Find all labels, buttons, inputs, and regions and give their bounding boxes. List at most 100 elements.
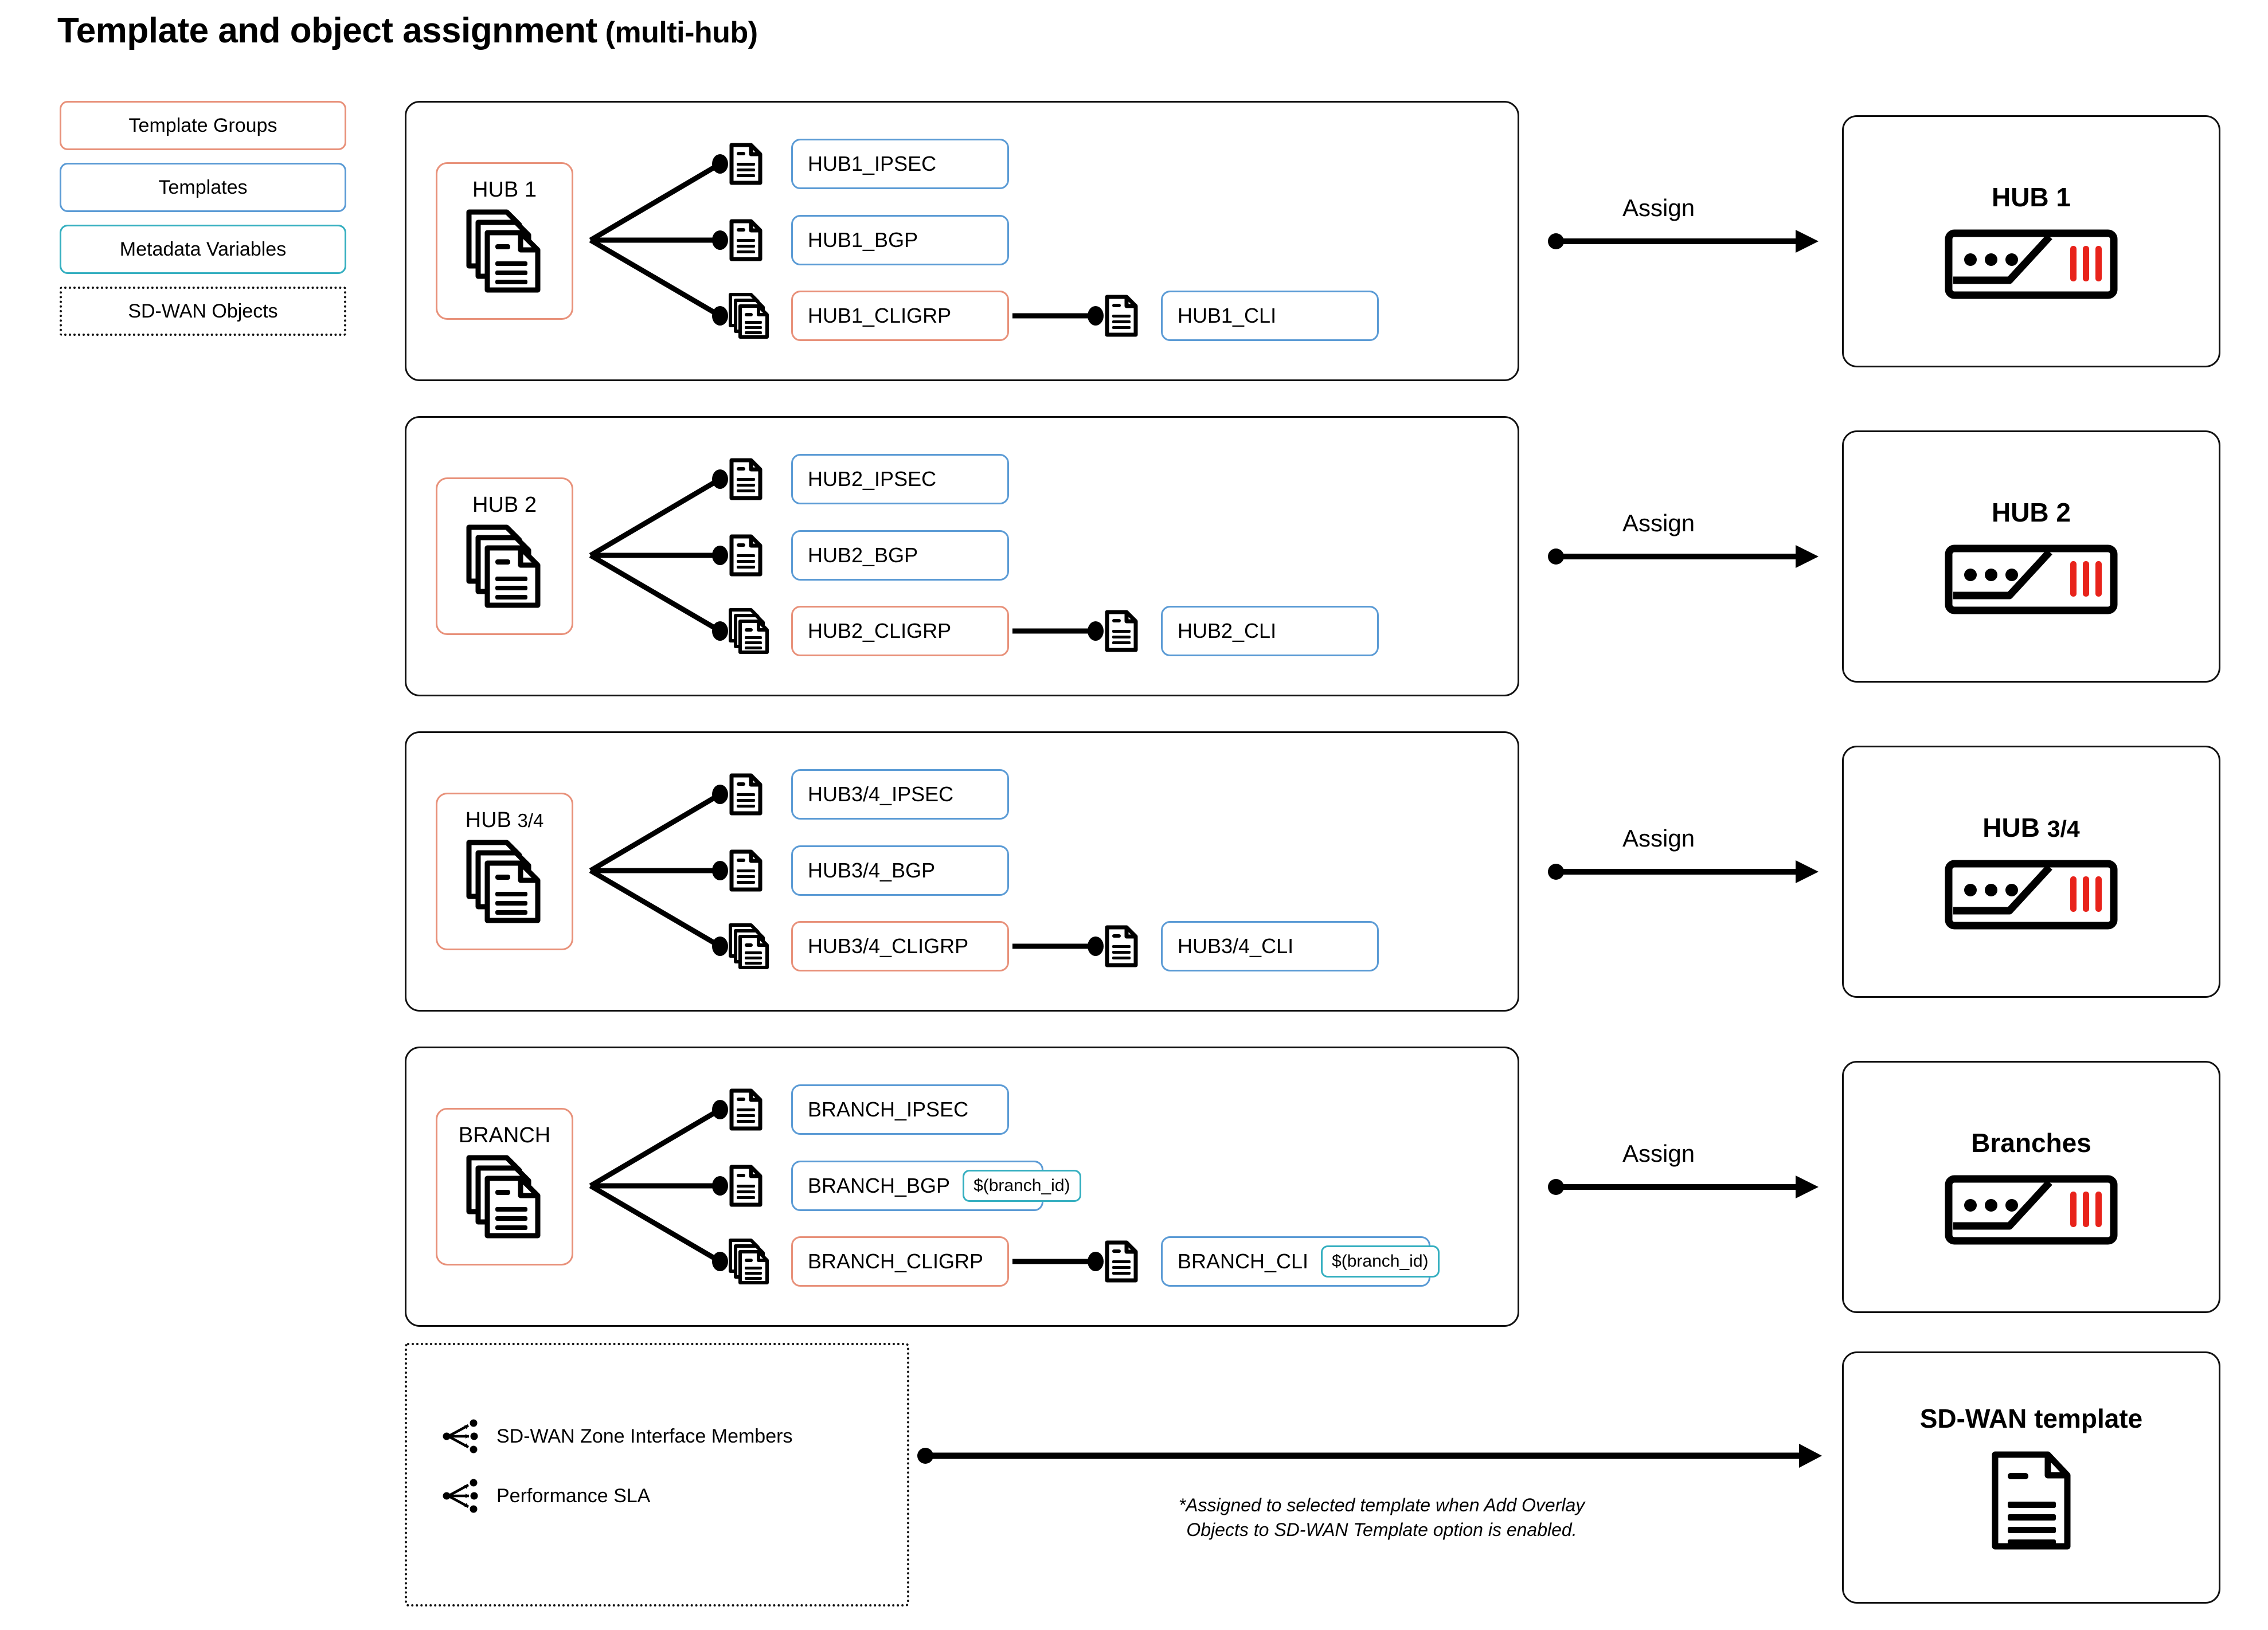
device-card[interactable]: Branches: [1842, 1060, 2220, 1313]
template-name: HUB1_IPSEC: [808, 152, 937, 175]
device-title: HUB 1: [1991, 182, 2071, 212]
device-card[interactable]: HUB 3/4: [1842, 745, 2220, 998]
template-fanout-connectors: [589, 1100, 728, 1271]
device-title: HUB 3/4: [1982, 812, 2080, 843]
assign-label: Assign: [1622, 824, 1695, 852]
cli-template-pill[interactable]: HUB1_CLI: [1161, 291, 1379, 341]
document-icon: [728, 142, 764, 186]
template-group-card[interactable]: BRANCH: [436, 1108, 573, 1265]
firewall-device-icon: [1945, 228, 2118, 301]
document-icon: [728, 1164, 764, 1208]
legend-item-metadata-variables[interactable]: Metadata Variables: [60, 225, 346, 274]
sdwan-object-label: Performance SLA: [496, 1484, 651, 1507]
document-stack-icon: [728, 923, 771, 970]
template-name: HUB3/4_CLI: [1178, 934, 1294, 958]
cli-template-pill[interactable]: HUB2_CLI: [1161, 606, 1379, 656]
metadata-variable-badge[interactable]: $(branch_id): [963, 1170, 1081, 1202]
legend-label: Metadata Variables: [119, 238, 287, 260]
template-fanout-connectors: [589, 469, 728, 641]
document-stack-icon: [728, 1238, 771, 1285]
template-name: BRANCH_CLIGRP: [808, 1249, 984, 1273]
template-name: HUB3/4_BGP: [808, 859, 936, 882]
legend-label: SD-WAN Objects: [128, 300, 278, 322]
cli-connector: [1012, 937, 1104, 956]
cli-connector: [1012, 621, 1104, 641]
template-pill[interactable]: HUB2_IPSEC: [791, 454, 1009, 504]
template-group-label: HUB 3/4: [465, 808, 544, 832]
page-title-main: Template and object assignment: [57, 11, 597, 50]
document-stack-icon: [464, 524, 545, 610]
template-name: HUB1_BGP: [808, 228, 918, 252]
document-icon: [728, 1088, 764, 1131]
assign-label: Assign: [1622, 509, 1695, 536]
template-name: HUB1_CLIGRP: [808, 304, 952, 327]
assign-arrow: [1548, 1175, 1819, 1198]
sdwan-objects-container: SD-WAN Zone Interface Members Performanc…: [405, 1343, 909, 1607]
template-pill[interactable]: BRANCH_IPSEC: [791, 1084, 1009, 1135]
template-pill[interactable]: HUB1_IPSEC: [791, 139, 1009, 189]
fanout-network-icon: [443, 1478, 478, 1514]
template-pill[interactable]: HUB1_BGP: [791, 215, 1009, 265]
device-title: Branches: [1971, 1127, 2091, 1158]
document-icon: [1104, 609, 1139, 653]
template-pill[interactable]: BRANCH_CLIGRP: [791, 1236, 1009, 1287]
cli-template-pill[interactable]: HUB3/4_CLI: [1161, 921, 1379, 971]
assign-arrow: [1548, 229, 1819, 253]
template-group-card[interactable]: HUB 1: [436, 162, 573, 320]
page-title-suffix: (multi-hub): [597, 16, 758, 49]
template-name: HUB2_IPSEC: [808, 467, 937, 491]
document-icon: [728, 773, 764, 816]
template-name: BRANCH_BGP: [808, 1174, 951, 1197]
document-stack-icon: [464, 209, 545, 295]
template-name: BRANCH_IPSEC: [808, 1098, 969, 1121]
device-title: HUB 2: [1991, 497, 2071, 527]
template-pill[interactable]: HUB1_CLIGRP: [791, 291, 1009, 341]
template-pill[interactable]: HUB3/4_BGP: [791, 845, 1009, 896]
template-group-card[interactable]: HUB 2: [436, 477, 573, 635]
assign-label: Assign: [1622, 194, 1695, 221]
firewall-device-icon: [1945, 858, 2118, 931]
document-icon: [728, 534, 764, 577]
template-group-card[interactable]: HUB 3/4: [436, 793, 573, 950]
document-icon: [1104, 1240, 1139, 1283]
template-pill[interactable]: HUB2_CLIGRP: [791, 606, 1009, 656]
document-icon: [1104, 924, 1139, 968]
template-group-label: HUB 2: [472, 493, 537, 517]
document-large-icon: [1988, 1449, 2074, 1552]
template-name: HUB2_BGP: [808, 543, 918, 567]
sdwan-object-row[interactable]: Performance SLA: [443, 1478, 650, 1514]
template-name: HUB2_CLIGRP: [808, 619, 952, 642]
device-card[interactable]: HUB 2: [1842, 430, 2220, 683]
firewall-device-icon: [1945, 1173, 2118, 1247]
template-group-label: HUB 1: [472, 178, 537, 202]
legend-item-template-groups[interactable]: Template Groups: [60, 101, 346, 150]
sdwan-footnote: *Assigned to selected template when Add …: [1178, 1495, 1585, 1541]
legend-label: Templates: [158, 176, 248, 198]
metadata-variable-badge[interactable]: $(branch_id): [1321, 1245, 1440, 1278]
fanout-network-icon: [443, 1419, 478, 1454]
document-icon: [728, 849, 764, 892]
sdwan-object-row[interactable]: SD-WAN Zone Interface Members: [443, 1419, 792, 1454]
assign-arrow: [1548, 860, 1819, 883]
document-icon: [1104, 294, 1139, 338]
template-pill[interactable]: HUB3/4_CLIGRP: [791, 921, 1009, 971]
template-pill[interactable]: BRANCH_BGP $(branch_id): [791, 1161, 1081, 1211]
template-name: HUB3/4_IPSEC: [808, 782, 954, 806]
legend-item-sdwan-objects[interactable]: SD-WAN Objects: [60, 287, 346, 336]
device-card[interactable]: HUB 1: [1842, 115, 2220, 367]
legend-item-templates[interactable]: Templates: [60, 163, 346, 212]
firewall-device-icon: [1945, 543, 2118, 616]
assign-arrow: [1548, 544, 1819, 568]
template-name: HUB1_CLI: [1178, 304, 1277, 327]
sdwan-template-card[interactable]: SD-WAN template: [1842, 1351, 2220, 1604]
template-pill[interactable]: HUB3/4_IPSEC: [791, 769, 1009, 820]
template-fanout-connectors: [589, 154, 728, 326]
template-name: HUB3/4_CLIGRP: [808, 934, 969, 958]
document-stack-icon: [728, 292, 771, 339]
document-icon: [728, 218, 764, 262]
page-title: Template and object assignment (multi-hu…: [57, 10, 758, 51]
cli-template-pill[interactable]: BRANCH_CLI $(branch_id): [1161, 1236, 1440, 1287]
template-pill[interactable]: HUB2_BGP: [791, 530, 1009, 581]
legend: Template Groups Templates Metadata Varia…: [60, 101, 346, 348]
assign-label: Assign: [1622, 1139, 1695, 1167]
